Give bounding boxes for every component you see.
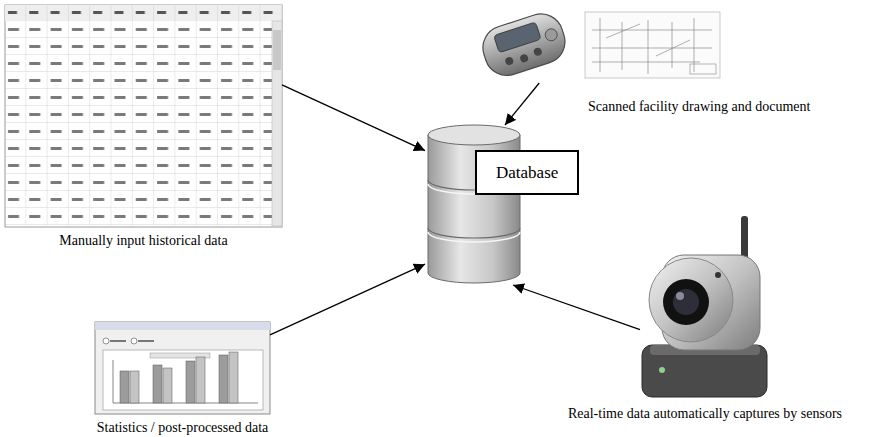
camera-lens xyxy=(663,279,709,325)
bar xyxy=(229,352,238,403)
camera-sensor xyxy=(642,216,767,397)
table-header-cells xyxy=(5,5,282,21)
drawing-lines xyxy=(592,18,712,74)
scanner-device xyxy=(477,8,570,81)
arrow xyxy=(513,285,640,330)
bar xyxy=(163,368,172,403)
bar xyxy=(196,357,205,403)
arrow xyxy=(270,264,425,335)
scroll-thumb xyxy=(273,30,281,70)
bar xyxy=(120,371,129,403)
table-cells xyxy=(5,21,272,225)
camera-dome xyxy=(649,258,733,342)
cylinder-top xyxy=(428,125,520,145)
drawing-sheet xyxy=(585,12,720,78)
drawing-titleblock xyxy=(690,64,716,74)
device-button xyxy=(533,47,543,57)
image-node: Scanned facility drawing and document xyxy=(478,5,723,83)
cylinder-band xyxy=(428,232,520,242)
arrow xyxy=(282,85,425,151)
image-node: Manually input historical data xyxy=(5,5,282,227)
device-button xyxy=(504,56,514,66)
camera-led xyxy=(715,272,721,278)
camera-base xyxy=(642,345,767,397)
cylinder-band xyxy=(428,228,520,238)
camera-led xyxy=(659,367,665,373)
caption: Scanned facility drawing and document xyxy=(588,99,810,115)
image-node: Statistics / post-processed data xyxy=(95,322,270,414)
scrollbar xyxy=(272,21,282,226)
caption: Manually input historical data xyxy=(59,233,227,249)
chart-screenshot xyxy=(95,322,270,414)
bar xyxy=(130,371,139,403)
radio-label xyxy=(110,340,126,342)
table-screenshot xyxy=(5,5,282,227)
table-header xyxy=(5,5,282,21)
device-body xyxy=(477,8,570,81)
bar xyxy=(153,365,162,403)
lens-highlight xyxy=(676,292,684,300)
database-cylinder xyxy=(428,125,520,283)
bar xyxy=(186,361,195,403)
radio-button xyxy=(103,338,109,344)
camera-lens-inner xyxy=(673,289,699,315)
arrow xyxy=(505,83,539,125)
window-titlebar xyxy=(95,322,270,330)
database-node: Database xyxy=(425,125,585,285)
table-frame xyxy=(5,5,282,227)
bar xyxy=(219,355,228,403)
window-frame xyxy=(95,322,270,414)
radio-label xyxy=(138,340,154,342)
device-button xyxy=(519,53,529,63)
caption: Real-time data automatically captures by… xyxy=(568,406,842,422)
radio-button xyxy=(131,338,137,344)
plot-area xyxy=(103,350,263,410)
device-button xyxy=(544,27,559,42)
database-label: Database xyxy=(475,150,579,195)
device-screen xyxy=(494,22,541,53)
scanned-drawing xyxy=(585,12,720,78)
image-node: Real-time data automatically captures by… xyxy=(640,215,770,400)
caption: Statistics / post-processed data xyxy=(97,420,268,436)
